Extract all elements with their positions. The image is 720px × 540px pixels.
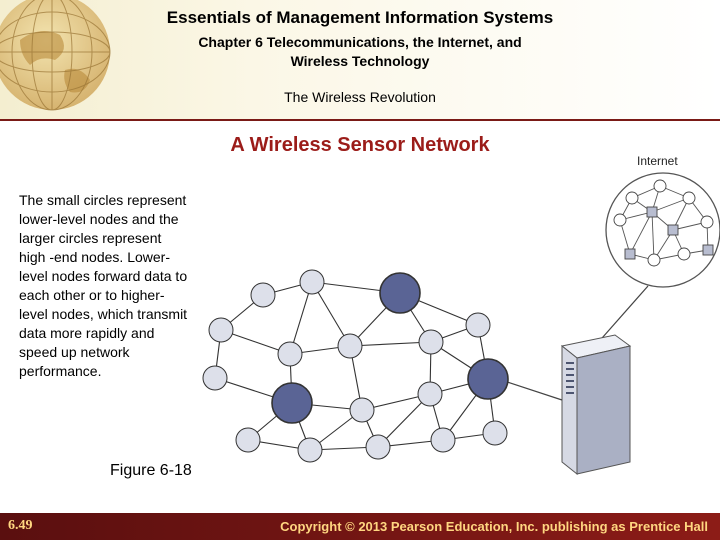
internet-link bbox=[651, 197, 690, 213]
lower-level-node bbox=[208, 317, 234, 343]
lower-level-node bbox=[430, 427, 456, 453]
lower-level-node bbox=[337, 333, 363, 359]
slide-title: A Wireless Sensor Network bbox=[230, 134, 490, 156]
internet-link bbox=[629, 211, 653, 255]
node-server-link bbox=[497, 378, 563, 401]
lower-level-node bbox=[235, 427, 261, 453]
internet-router-node bbox=[613, 213, 627, 227]
internet-router-node bbox=[647, 253, 661, 267]
internet-router-node bbox=[653, 179, 667, 193]
copyright-text: Copyright © 2013 Pearson Education, Inc.… bbox=[280, 519, 708, 534]
description-text: The small circles represent lower-level … bbox=[19, 192, 188, 379]
internet-host-node bbox=[702, 244, 714, 256]
course-title: Essentials of Management Information Sys… bbox=[166, 8, 554, 27]
header-divider bbox=[0, 119, 720, 121]
server-icon bbox=[560, 334, 632, 476]
slide-header: Essentials of Management Information Sys… bbox=[0, 0, 720, 120]
internet-host-node bbox=[646, 206, 658, 218]
slide-footer: 6.49 Copyright © 2013 Pearson Education,… bbox=[0, 513, 720, 540]
internet-router-node bbox=[682, 191, 696, 205]
high-end-node bbox=[467, 358, 509, 400]
lower-level-node bbox=[349, 397, 375, 423]
internet-router-node bbox=[700, 215, 714, 229]
internet-host-node bbox=[667, 224, 679, 236]
internet-server-link bbox=[594, 285, 649, 347]
lower-level-node bbox=[277, 341, 303, 367]
lower-level-node bbox=[297, 437, 323, 463]
internet-router-node bbox=[677, 247, 691, 261]
high-end-node bbox=[271, 382, 313, 424]
internet-host-node bbox=[624, 248, 636, 260]
sensor-network-diagram: Internet bbox=[202, 154, 720, 476]
lower-level-node bbox=[417, 381, 443, 407]
high-end-node bbox=[379, 272, 421, 314]
internet-router-node bbox=[625, 191, 639, 205]
section-title: The Wireless Revolution bbox=[284, 89, 436, 105]
network-link bbox=[289, 281, 313, 355]
slide-number: 6.49 bbox=[8, 518, 33, 533]
lower-level-node bbox=[482, 420, 508, 446]
lower-level-node bbox=[299, 269, 325, 295]
figure-caption: Figure 6-18 bbox=[110, 462, 192, 479]
lower-level-node bbox=[365, 434, 391, 460]
internet-cloud: Internet bbox=[605, 154, 720, 288]
internet-label: Internet bbox=[637, 154, 678, 168]
chapter-title: Chapter 6 Telecommunications, the Intern… bbox=[198, 34, 522, 69]
lower-level-node bbox=[465, 312, 491, 338]
globe-icon bbox=[0, 0, 111, 111]
lower-level-node bbox=[202, 365, 228, 391]
internet-link bbox=[651, 211, 655, 261]
lower-level-node bbox=[418, 329, 444, 355]
lower-level-node bbox=[250, 282, 276, 308]
network-link bbox=[349, 341, 432, 347]
